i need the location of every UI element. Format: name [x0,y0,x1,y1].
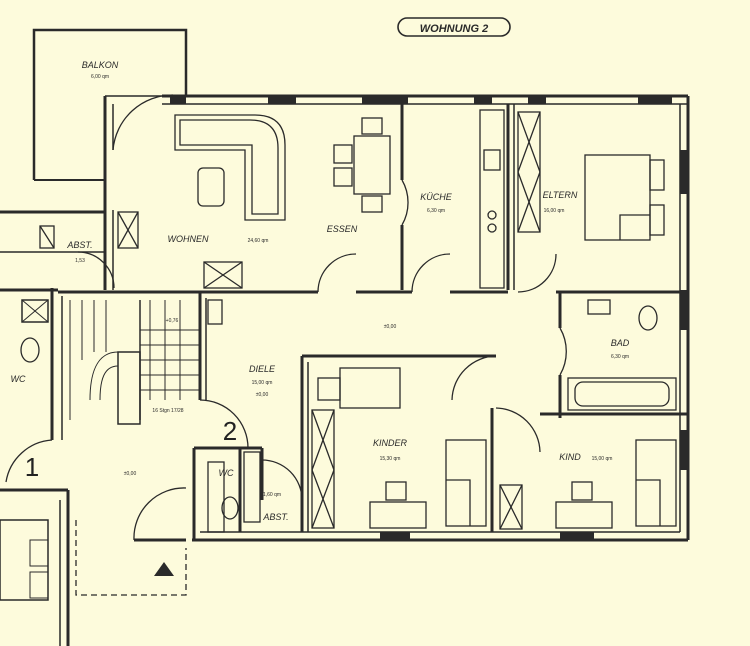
room-bad-label: BAD [611,338,630,348]
room-wc-label: WC [219,468,234,478]
room-essen-label: ESSEN [327,224,358,234]
windows [170,96,688,540]
room-kinder-label: KINDER [373,438,408,448]
room-wohnen-area: 24,60 qm [248,238,269,244]
balcony-outline [32,28,188,180]
room-wc-left-label: WC [11,374,26,384]
stairwell [0,210,200,646]
room-labels: BALKON 6,00 qm WOHNEN 24,60 qm ESSEN KÜC… [11,60,630,522]
marker-one: 1 [25,452,39,482]
room-kueche-area: 6,30 qm [427,208,445,214]
bed-kinder [339,367,401,409]
exterior-walls [103,94,690,542]
room-abst-area: 1,60 qm [263,492,281,498]
entrance-marker-icon [154,562,174,576]
level-entry: ±0,00 [124,471,137,477]
desk-kinder [369,501,427,529]
room-eltern-area: 16,00 qm [544,208,565,214]
entrance-area [75,520,187,596]
room-eltern-label: ELTERN [543,190,578,200]
desk-kind [555,501,613,529]
room-wohnen-label: WOHNEN [168,234,209,244]
coffee-table [197,167,225,207]
title: WOHNUNG 2 [420,23,488,35]
room-balkon-label: BALKON [82,60,119,70]
kitchen-counter [479,109,505,289]
entry-door-swing [133,487,187,541]
furniture [39,109,677,533]
room-abst-left-area: 1,53 [75,258,85,264]
room-abst-left-label: ABST. [66,240,92,250]
room-kinder-area: 15,30 qm [380,456,401,462]
bed-eltern [584,154,651,241]
room-diele-label: DIELE [249,364,276,374]
dining-table [353,135,391,195]
level-diele: ±0,00 [256,392,269,398]
room-kind-area: 15,00 qm [592,456,613,462]
level-stair: +0,76 [166,318,179,324]
room-diele-area: 15,00 qm [252,380,273,386]
room-kind-label: KIND [559,452,581,462]
bed-kind [635,439,677,527]
toilet [221,496,239,520]
room-abst-label: ABST. [262,512,288,522]
level-hall: ±0,00 [384,324,397,330]
door-swings [5,94,567,501]
title-frame [397,17,511,37]
room-bad-area: 6,30 qm [611,354,629,360]
room-kueche-label: KÜCHE [420,192,453,202]
marker-two: 2 [223,416,237,446]
stair-note: 16 Stgn 17/28 [152,408,183,414]
wardrobe-eltern [517,111,541,233]
bathtub [567,377,677,411]
sofa [174,114,286,221]
interior-walls [58,104,688,540]
room-balkon-area: 6,00 qm [91,74,109,80]
